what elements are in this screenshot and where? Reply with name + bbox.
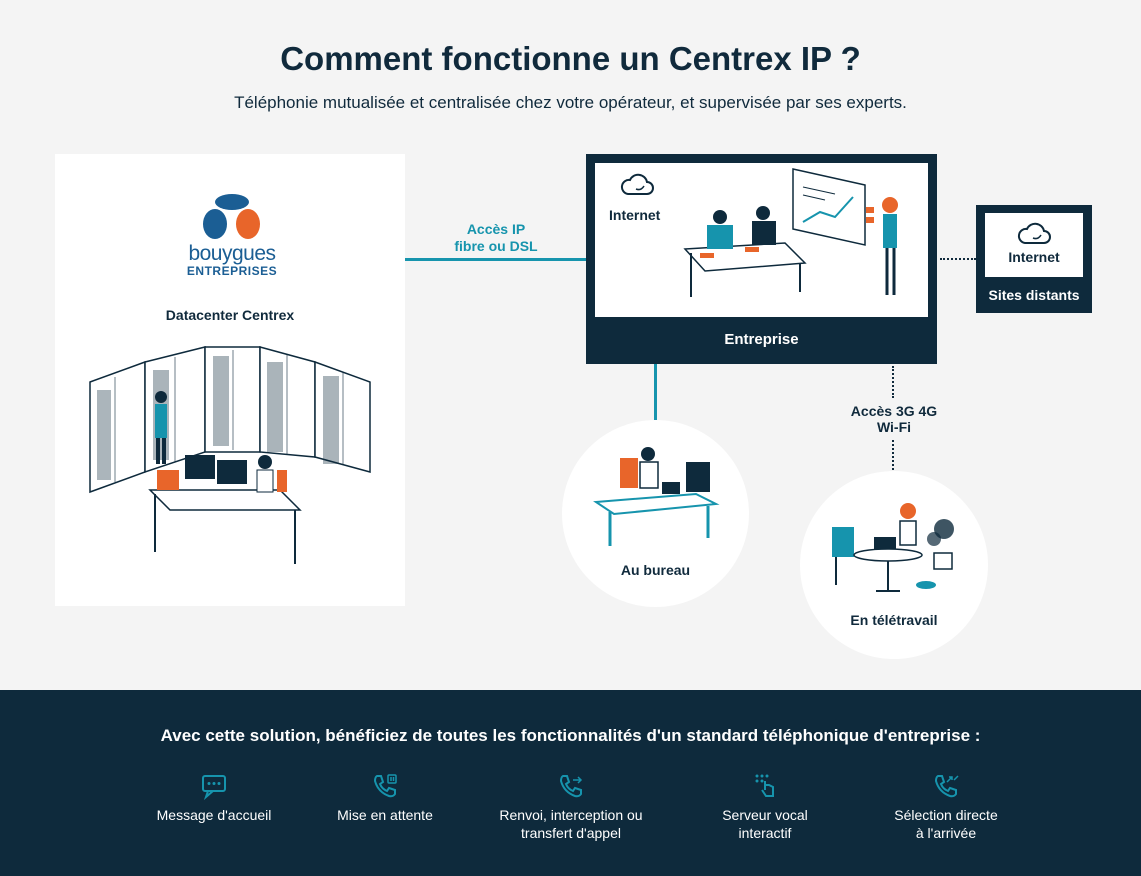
phone-pause-icon	[373, 774, 397, 798]
page-subtitle: Téléphonie mutualisée et centralisée che…	[234, 93, 907, 112]
acces-ip-label: Accès IP fibre ou DSL	[454, 221, 538, 254]
keypad-touch-icon	[755, 774, 774, 797]
teletravail-circle: En télétravail	[800, 471, 988, 659]
home-office-illustration	[832, 503, 954, 592]
feature-label: Mise en attente	[337, 807, 433, 823]
logo-brand-text: bouygues	[188, 242, 276, 265]
phone-forward-icon	[559, 775, 583, 798]
ip-access-line	[405, 258, 587, 261]
page-title: Comment fonctionne un Centrex IP ?	[280, 40, 861, 77]
office-desk-illustration	[593, 447, 720, 546]
phone-direct-icon	[934, 775, 959, 798]
datacenter-card: bouygues ENTREPRISES Datacenter Centrex	[55, 154, 405, 606]
entreprise-panel: Internet Entreprise	[586, 154, 937, 364]
au-bureau-label: Au bureau	[620, 562, 691, 578]
sites-distants-label: Sites distants	[988, 287, 1080, 303]
chat-bubble-icon	[202, 775, 226, 800]
cloud-icon	[1017, 222, 1051, 244]
features-title: Avec cette solution, bénéficiez de toute…	[160, 726, 981, 745]
au-bureau-circle: Au bureau	[562, 420, 749, 607]
office-meeting-illustration	[683, 168, 898, 297]
teletravail-label: En télétravail	[850, 612, 938, 628]
logo-sub-text: ENTREPRISES	[186, 264, 278, 278]
mobile-link-line-top	[892, 366, 894, 398]
feature-mise-en-attente: Mise en attente	[290, 772, 480, 824]
feature-message-accueil: Message d'accueil	[119, 772, 309, 824]
feature-renvoi: Renvoi, interception ou transfert d'appe…	[476, 772, 666, 842]
datacenter-label: Datacenter Centrex	[165, 307, 295, 323]
sites-distants-panel: Internet Sites distants	[976, 205, 1092, 313]
feature-label: Message d'accueil	[156, 807, 272, 823]
entreprise-screen: Internet	[595, 163, 928, 317]
datacenter-illustration	[89, 346, 371, 564]
entreprise-label: Entreprise	[724, 331, 799, 348]
entreprise-internet-label: Internet	[609, 207, 661, 223]
bouygues-logo-icon	[203, 194, 260, 239]
features-band: Avec cette solution, bénéficiez de toute…	[0, 690, 1141, 876]
feature-label: Sélection directe à l'arrivée	[894, 807, 998, 841]
acces-mobile-label: Accès 3G 4G Wi-Fi	[835, 403, 953, 435]
feature-serveur-vocal: Serveur vocal interactif	[670, 772, 860, 842]
office-link-line	[654, 364, 657, 420]
sites-screen: Internet	[985, 213, 1083, 277]
mobile-link-line-bottom	[892, 440, 894, 470]
sites-internet-label: Internet	[1008, 249, 1060, 265]
feature-selection-directe: Sélection directe à l'arrivée	[851, 772, 1041, 842]
remote-sites-dotted-line	[940, 258, 976, 260]
feature-label: Serveur vocal interactif	[722, 807, 808, 841]
cloud-icon	[620, 173, 654, 195]
feature-label: Renvoi, interception ou transfert d'appe…	[499, 807, 643, 841]
